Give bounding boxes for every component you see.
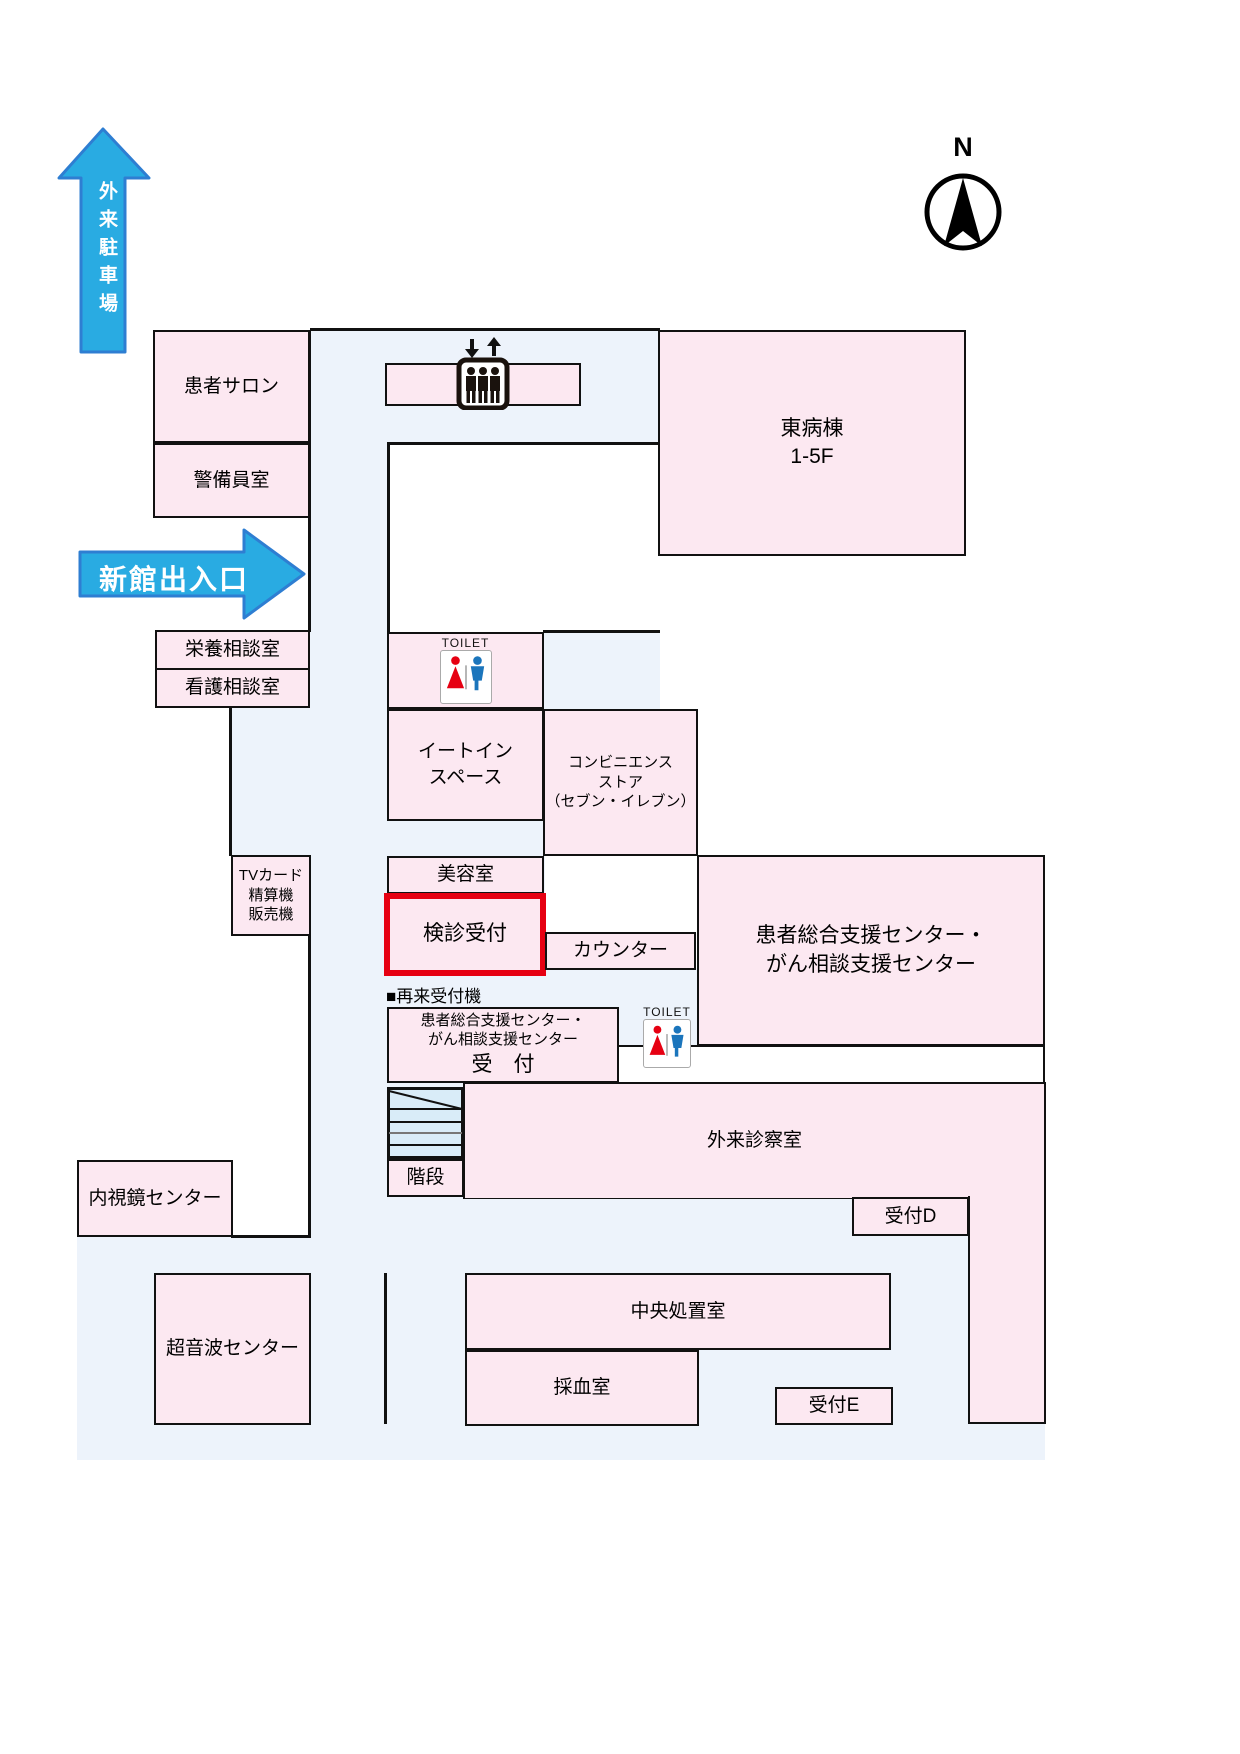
- stairs-graphic: [387, 1087, 464, 1159]
- room-support-center: 患者総合支援センター・ がん相談支援センター: [697, 855, 1045, 1046]
- elevator-icon: [455, 336, 511, 411]
- room-eat-in: イートイン スペース: [387, 709, 544, 821]
- toilet-sign-label: TOILET: [643, 1005, 691, 1019]
- restroom-icon: [439, 650, 492, 704]
- room-exam-right-wing: [968, 1196, 1046, 1424]
- room-counter: カウンター: [545, 932, 696, 970]
- room-ultrasound: 超音波センター: [154, 1273, 311, 1425]
- toilet-room-upper: TOILET: [387, 632, 544, 709]
- toilet-sign-lower: TOILET: [643, 1006, 691, 1068]
- restroom-icon: [643, 1019, 691, 1068]
- revisit-machine-note: ■再来受付機: [386, 987, 482, 1006]
- room-reception-e: 受付E: [775, 1387, 893, 1425]
- compass-north-label: N: [953, 132, 973, 162]
- room-outpatient-exam: 外来診察室: [463, 1082, 1046, 1198]
- parking-arrow: 外来駐車場: [57, 126, 157, 356]
- room-patient-salon: 患者サロン: [153, 330, 310, 443]
- entrance-arrow-label: 新館出入口: [99, 564, 250, 595]
- entrance-arrow: 新館出入口: [78, 526, 308, 622]
- room-stairs-label: 階段: [387, 1159, 464, 1197]
- wall-left-mid: [229, 708, 232, 856]
- support-reception-title: 受 付: [471, 1052, 535, 1076]
- wall-top: [310, 328, 660, 331]
- support-reception-lines: 患者総合支援センター・ がん相談支援センター: [420, 1012, 586, 1048]
- void-store-gap: [545, 856, 697, 932]
- room-convenience-store: コンビニエンス ストア （セブン・イレブン）: [543, 709, 698, 856]
- room-nursing: 看護相談室: [155, 668, 310, 708]
- wall-left-lower: [308, 935, 311, 1238]
- room-support-reception: 患者総合支援センター・ がん相談支援センター 受 付: [387, 1007, 619, 1083]
- room-nutrition: 栄養相談室: [155, 630, 310, 670]
- void-central: [387, 442, 660, 632]
- toilet-sign-label: TOILET: [441, 636, 490, 651]
- compass: N: [918, 130, 1008, 260]
- room-tv-card-machine: TVカード 精算機 販売機: [231, 855, 311, 936]
- room-reception-d: 受付D: [852, 1197, 969, 1236]
- wall-void-bottom: [543, 630, 660, 633]
- room-central-treatment: 中央処置室: [465, 1273, 891, 1350]
- room-blood-collection: 採血室: [465, 1350, 699, 1426]
- room-endoscopy: 内視鏡センター: [77, 1160, 233, 1237]
- floor-left-corridor: [230, 708, 312, 856]
- wall-treatment-left: [384, 1273, 387, 1424]
- parking-arrow-label: 外来駐車場: [96, 181, 117, 321]
- room-checkup-reception: 検診受付: [384, 893, 546, 976]
- wall-endoscopy-link: [231, 1235, 310, 1238]
- room-beauty-salon: 美容室: [387, 856, 544, 894]
- room-security: 警備員室: [153, 443, 310, 518]
- toilet-sign: TOILET: [439, 636, 492, 704]
- room-east-ward: 東病棟 1-5F: [658, 330, 966, 556]
